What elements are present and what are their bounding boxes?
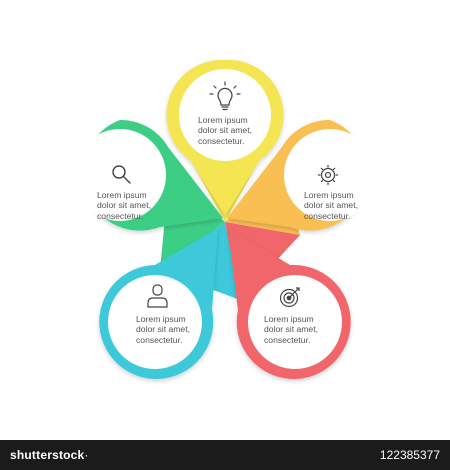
blurb-left-line-3: consectetur. [97, 210, 144, 221]
blurb-right-line-2: dolor sit amet, [304, 200, 358, 211]
petal-cyan [99, 228, 218, 379]
lightbulb-icon [209, 81, 241, 111]
blurb-left: Lorem ipsum dolor sit amet, consectetur. [97, 190, 217, 221]
blurb-bottom-right: Lorem ipsum dolor sit amet, consectetur. [264, 314, 384, 345]
blurb-right-line-3: consectetur. [304, 210, 351, 221]
watermark-brand-suffix: · [84, 448, 89, 462]
blurb-bottom-left: Lorem ipsum dolor sit amet, consectetur. [136, 314, 256, 345]
blurb-right-line-1: Lorem ipsum [304, 190, 354, 200]
blurb-top-line-3: consectetur. [198, 135, 245, 146]
user-icon [147, 284, 168, 308]
target-icon [279, 287, 300, 308]
blurb-bottom-left-line-3: consectetur. [136, 334, 183, 345]
cycle-diagram [74, 59, 368, 379]
watermark-brand: shutterstock· [10, 448, 89, 462]
blurb-top-line-2: dolor sit amet, [198, 125, 252, 136]
blurb-bottom-left-line-2: dolor sit amet, [136, 324, 190, 335]
blurb-bottom-right-line-1: Lorem ipsum [264, 314, 314, 324]
watermark-image-id: 122385377 [379, 448, 440, 462]
blurb-top: Lorem ipsum dolor sit amet, consectetur. [198, 115, 318, 146]
blurb-top-line-1: Lorem ipsum [198, 115, 248, 125]
blurb-bottom-right-line-2: dolor sit amet, [264, 324, 318, 335]
petal-green-face [74, 129, 166, 221]
petal-green [74, 119, 223, 231]
search-icon [112, 165, 131, 184]
watermark-brand-name: shutterstock [10, 448, 85, 462]
blurb-right: Lorem ipsum dolor sit amet, consectetur. [304, 190, 424, 221]
petal-cyan-face [108, 275, 202, 369]
blurb-left-line-2: dolor sit amet, [97, 200, 151, 211]
blurb-left-line-1: Lorem ipsum [97, 190, 147, 200]
blurb-bottom-left-line-1: Lorem ipsum [136, 314, 186, 324]
gear-icon [318, 165, 338, 185]
watermark-bar: shutterstock· 122385377 [0, 440, 450, 470]
blurb-bottom-right-line-3: consectetur. [264, 334, 311, 345]
petal-yellow-face [179, 69, 271, 161]
petal-yellow [166, 59, 284, 215]
petal-red-face [248, 275, 342, 369]
